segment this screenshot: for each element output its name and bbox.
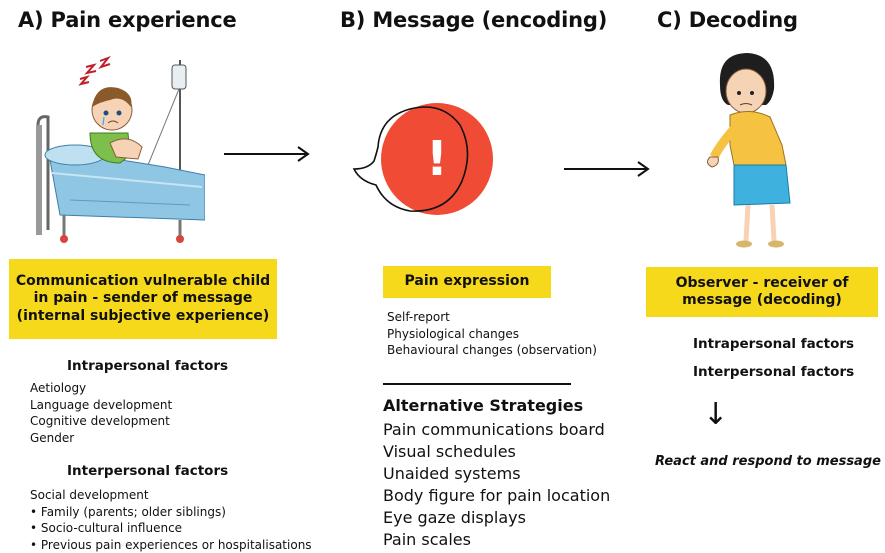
list-item: Body figure for pain location: [383, 486, 611, 505]
list-item: Socio-cultural influence: [30, 520, 312, 537]
pain-expression-label: Pain expression: [404, 273, 530, 290]
interpersonal-factors-c: Interpersonal factors: [693, 364, 855, 380]
list-item: Pain communications board: [383, 420, 605, 439]
list-item: Aetiology: [30, 381, 87, 395]
intrapersonal-factors-list-a: Aetiology Language development Cognitive…: [30, 380, 172, 446]
list-item: Social development: [30, 488, 149, 502]
alternative-strategies-list: Pain communications board Visual schedul…: [383, 419, 610, 551]
list-item: Eye gaze displays: [383, 508, 526, 527]
heading-decoding: C) Decoding: [657, 8, 798, 32]
sender-box: Communication vulnerable child in pain -…: [9, 259, 277, 339]
exclamation-icon: !: [426, 131, 448, 187]
arrow-b-to-c: [562, 157, 652, 181]
observer-box: Observer - receiver of message (decoding…: [646, 267, 878, 317]
sender-box-line-1: Communication vulnerable child: [15, 272, 271, 289]
list-item: Pain scales: [383, 530, 471, 549]
pain-expression-box: Pain expression: [383, 266, 551, 298]
heading-pain-experience: A) Pain experience: [18, 8, 237, 32]
pain-expression-list: Self-report Physiological changes Behavi…: [387, 309, 597, 359]
sender-box-line-3: (internal subjective experience): [16, 307, 270, 324]
list-item: Cognitive development: [30, 414, 170, 428]
list-item: Self-report: [387, 310, 450, 324]
list-item: Gender: [30, 430, 75, 445]
down-arrow-icon: ↓: [703, 397, 729, 432]
heading-message-encoding: B) Message (encoding): [340, 8, 608, 32]
list-item: Unaided systems: [383, 464, 521, 483]
list-item: Physiological changes: [387, 326, 520, 341]
alternative-strategies-heading: Alternative Strategies: [383, 396, 584, 415]
interpersonal-factors-list-a: Social development Family (parents; olde…: [30, 487, 312, 553]
list-item: Behavioural changes (observation): [387, 343, 597, 357]
child-in-bed-illustration: [36, 55, 205, 243]
list-item: Family (parents; older siblings): [30, 504, 312, 521]
react-respond-text: React and respond to message: [655, 454, 881, 469]
sender-box-line-2: in pain - sender of message: [33, 290, 253, 307]
list-item: Previous pain experiences or hospitalisa…: [30, 537, 312, 553]
interpersonal-factors-heading-a: Interpersonal factors: [67, 463, 229, 479]
list-item: Visual schedules: [383, 442, 516, 461]
observer-box-line-2: message (decoding): [682, 292, 842, 308]
arrow-a-to-b: [222, 142, 312, 166]
speech-bubble-icon: !: [352, 103, 493, 215]
intrapersonal-factors-c: Intrapersonal factors: [693, 336, 855, 352]
observer-woman-illustration: [706, 53, 791, 248]
divider: [383, 383, 571, 385]
intrapersonal-factors-heading-a: Intrapersonal factors: [67, 358, 229, 374]
observer-box-line-1: Observer - receiver of: [675, 274, 849, 291]
list-item: Language development: [30, 397, 173, 412]
